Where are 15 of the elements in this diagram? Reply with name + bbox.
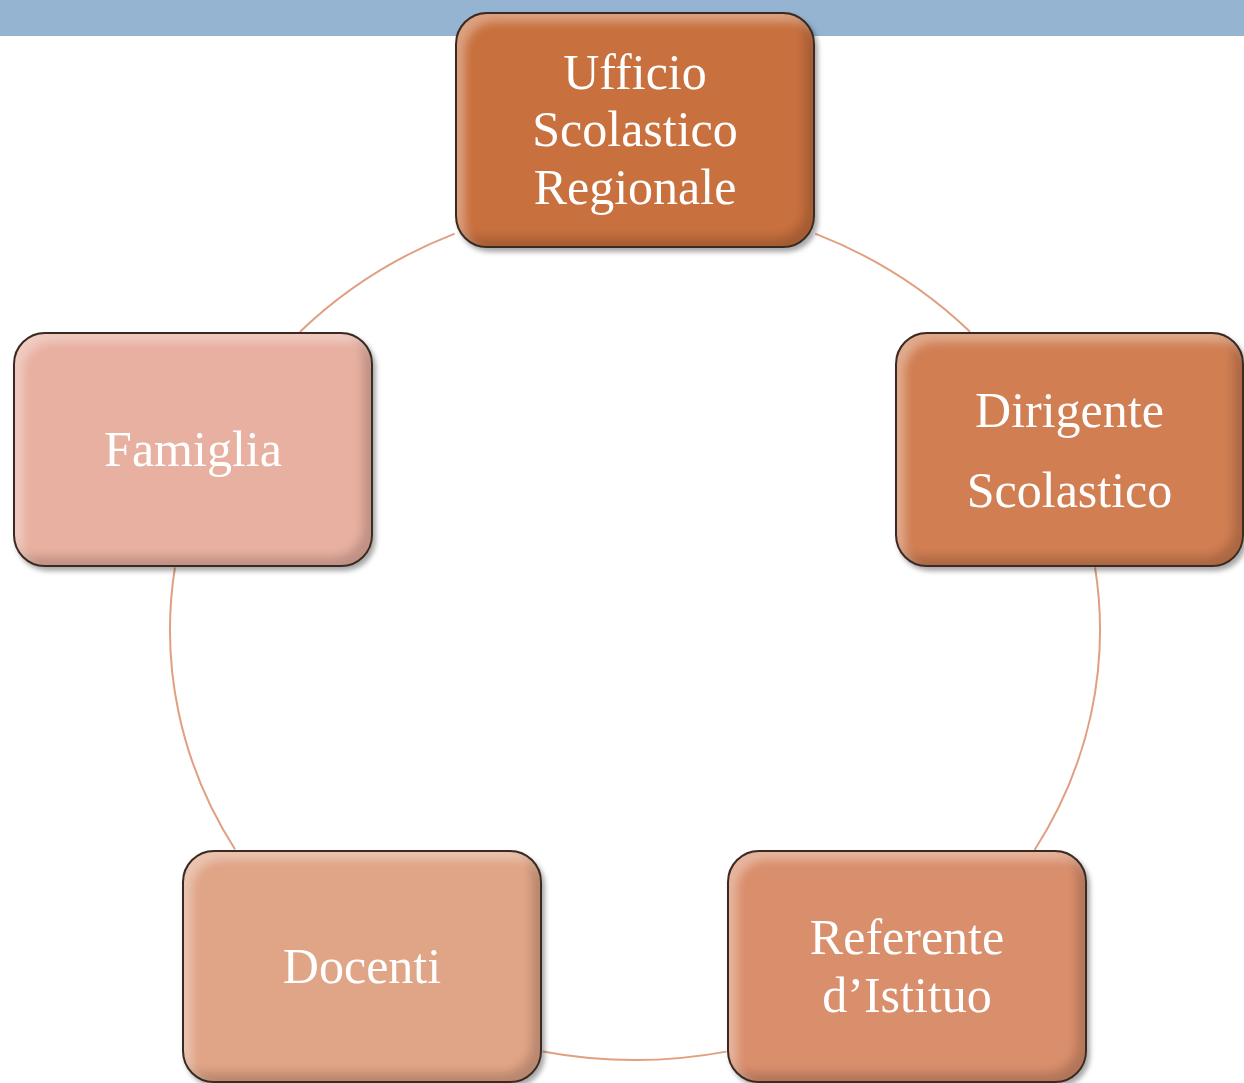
box-label: Referente d’Istituo (808, 909, 1006, 1024)
rounded-box (455, 12, 815, 248)
connector-arc (814, 232, 972, 333)
rounded-box (895, 332, 1244, 567)
rounded-box (182, 850, 542, 1083)
box-label: Famiglia (104, 420, 282, 479)
rounded-box (13, 332, 373, 567)
connector-arc (169, 566, 236, 851)
connector-arc (1033, 566, 1101, 851)
box-label: Ufficio Scolastico Regionale (531, 43, 739, 217)
rounded-box (727, 850, 1087, 1083)
box-label: Dirigente Scolastico (965, 380, 1174, 520)
connector-arc (541, 1050, 728, 1061)
box-label: Docenti (282, 937, 442, 996)
connector-arc (298, 232, 456, 333)
